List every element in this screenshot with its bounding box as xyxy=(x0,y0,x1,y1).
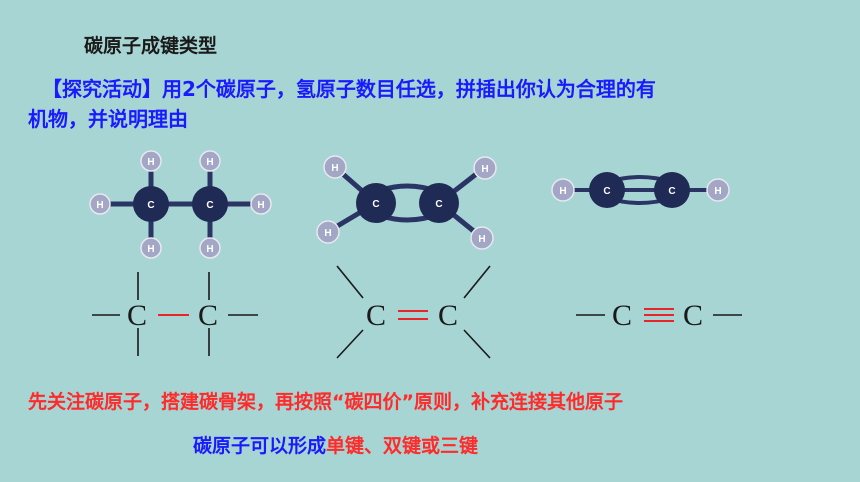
atom-label: C xyxy=(435,199,442,210)
ethane-carbon-atoms xyxy=(133,186,228,222)
ethane-hydrogen-atoms xyxy=(89,150,272,259)
carbon-symbol: C xyxy=(127,299,147,332)
summary-prefix: 碳原子可以形成 xyxy=(193,435,327,457)
triple-bond-highlight xyxy=(644,308,674,322)
double-bond-formula: C C xyxy=(336,265,491,359)
double-bond-highlight xyxy=(398,310,428,320)
single-bond-formula: C C xyxy=(92,272,258,356)
atom-label: H xyxy=(324,228,331,239)
activity-prompt: 【探究活动】用2个碳原子，氢原子数目任选，拼插出你认为合理的有 机物，并说明理由 xyxy=(28,74,656,134)
activity-line-1: 【探究活动】用2个碳原子，氢原子数目任选，拼插出你认为合理的有 xyxy=(42,77,656,101)
ethyne-carbon-atoms xyxy=(589,172,690,208)
ethyne-ball-stick-model: H H C C xyxy=(551,172,730,208)
atom-label: H xyxy=(559,186,566,197)
atom-label: H xyxy=(478,234,485,245)
activity-line-2: 机物，并说明理由 xyxy=(28,107,188,131)
ethyne-hydrogen-atoms xyxy=(551,178,730,202)
page-title: 碳原子成键类型 xyxy=(84,35,218,57)
atom-label: H xyxy=(206,244,213,255)
atom-label: C xyxy=(668,186,675,197)
carbon-symbol: C xyxy=(198,299,218,332)
carbon-symbol: C xyxy=(366,299,386,332)
ethane-ball-stick-model: H H H H H H C C xyxy=(89,150,272,259)
carbon-symbol: C xyxy=(683,299,703,332)
atom-label: H xyxy=(481,164,488,175)
summary-line: 碳原子可以形成单键、双键或三键 xyxy=(193,431,478,458)
atom-label: C xyxy=(206,200,213,211)
atom-label: H xyxy=(147,157,154,168)
atom-label: C xyxy=(372,199,379,210)
bond-types-highlight: 单键、双键或三键 xyxy=(326,435,479,457)
carbon-symbol: C xyxy=(612,299,632,332)
triple-bond-formula: C C xyxy=(576,299,742,332)
ethene-hydrogen-atoms xyxy=(316,155,497,250)
atom-label: C xyxy=(147,200,154,211)
ethene-ball-stick-model: H H H H C C xyxy=(316,155,497,250)
atom-label: H xyxy=(96,200,103,211)
carbon-symbol: C xyxy=(438,299,458,332)
method-note: 先关注碳原子，搭建碳骨架，再按照“碳四价”原则，补充连接其他原子 xyxy=(28,391,623,413)
ethene-carbon-atoms xyxy=(356,183,459,223)
atom-label: H xyxy=(714,186,721,197)
atom-label: H xyxy=(257,200,264,211)
atom-label: H xyxy=(331,163,338,174)
atom-label: C xyxy=(603,186,610,197)
atom-label: H xyxy=(206,157,213,168)
atom-label: H xyxy=(147,244,154,255)
